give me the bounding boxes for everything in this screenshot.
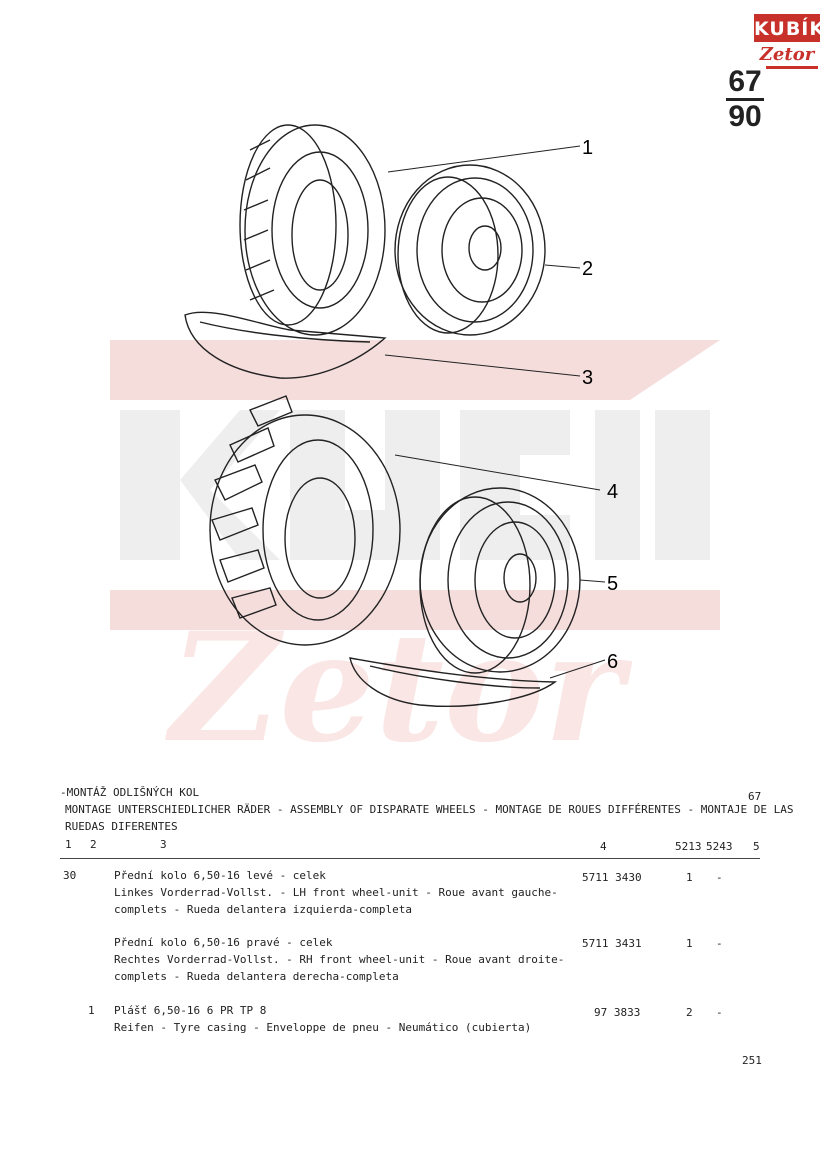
- section-title-multilang-cont: RUEDAS DIFERENTES: [65, 820, 178, 833]
- row-3-line-2: Reifen - Tyre casing - Enveloppe de pneu…: [114, 1021, 532, 1034]
- callout-1: 1: [582, 137, 593, 159]
- tube-6: [349, 657, 558, 707]
- wheel-assembly-illustration: 1 2 3 4 5 6: [184, 124, 618, 707]
- row-2-line-3: complets - Rueda delantera derecha-compl…: [114, 970, 399, 983]
- col-header-5213: 5213: [675, 840, 702, 853]
- col-header-5: 5: [753, 840, 760, 853]
- col-header-1: 1: [65, 838, 72, 851]
- section-title-multilang: MONTAGE UNTERSCHIEDLICHER RÄDER - ASSEMB…: [65, 803, 794, 816]
- row-3-part-number: 97 3833: [594, 1006, 641, 1019]
- row-2-line-1: Přední kolo 6,50-16 pravé - celek: [114, 936, 333, 949]
- row-2-qty-5243: -: [716, 937, 723, 950]
- row-2-qty-5213: 1: [686, 937, 693, 950]
- row-1-qty-5213: 1: [686, 871, 693, 884]
- row-3-line-1: Plášť 6,50-16 6 PR TP 8: [114, 1004, 267, 1017]
- kubik-zetor-logo: KUBÍK Zetor: [754, 14, 826, 72]
- col-header-3: 3: [160, 838, 167, 851]
- row-3-qty-5213: 2: [686, 1006, 693, 1019]
- logo-brand-banner: KUBÍK: [754, 14, 826, 42]
- callout-2: 2: [582, 258, 593, 280]
- group-number-rule: [726, 98, 764, 101]
- callout-4: 4: [607, 481, 618, 503]
- tube-3: [184, 311, 387, 379]
- tyre-4-traction: [209, 395, 401, 646]
- col-header-2: 2: [90, 838, 97, 851]
- row-2-line-2: Rechtes Vorderrad-Vollst. - RH front whe…: [114, 953, 565, 966]
- logo-brand-text: KUBÍK: [754, 18, 826, 40]
- row-1-part-number: 5711 3430: [582, 871, 642, 884]
- row-3-sub-position: 1: [88, 1004, 95, 1017]
- callout-5: 5: [607, 573, 618, 595]
- logo-sub-brand: Zetor: [756, 44, 818, 70]
- group-number: 67 90: [724, 66, 766, 133]
- header-rule: [60, 858, 760, 859]
- logo-sub-text: Zetor: [759, 44, 815, 65]
- row-2-part-number: 5711 3431: [582, 937, 642, 950]
- row-1-line-2: Linkes Vorderrad-Vollst. - LH front whee…: [114, 886, 558, 899]
- row-1-position: 30: [63, 869, 77, 882]
- tyre-1-road: [239, 124, 386, 336]
- rim-2: [394, 164, 546, 336]
- callout-6: 6: [607, 651, 618, 673]
- callout-labels: 1 2 3 4 5 6: [582, 137, 618, 673]
- callout-3: 3: [582, 367, 593, 389]
- row-1-line-1: Přední kolo 6,50-16 levé - celek: [114, 869, 326, 882]
- col-header-5243: 5243: [706, 840, 733, 853]
- row-3-qty-5243: -: [716, 1006, 723, 1019]
- leader-lines: [384, 145, 606, 679]
- row-1-line-3: complets - Rueda delantera izquierda-com…: [114, 903, 413, 916]
- group-number-bottom: 90: [728, 100, 762, 133]
- page-number: 251: [742, 1054, 762, 1067]
- rim-5: [419, 487, 581, 674]
- row-1-qty-5243: -: [716, 871, 723, 884]
- col-header-4: 4: [600, 840, 607, 853]
- section-code: 67: [748, 790, 762, 803]
- group-number-top: 67: [728, 65, 762, 98]
- section-title-cz: -MONTÁŽ ODLIŠNÝCH KOL: [60, 786, 200, 799]
